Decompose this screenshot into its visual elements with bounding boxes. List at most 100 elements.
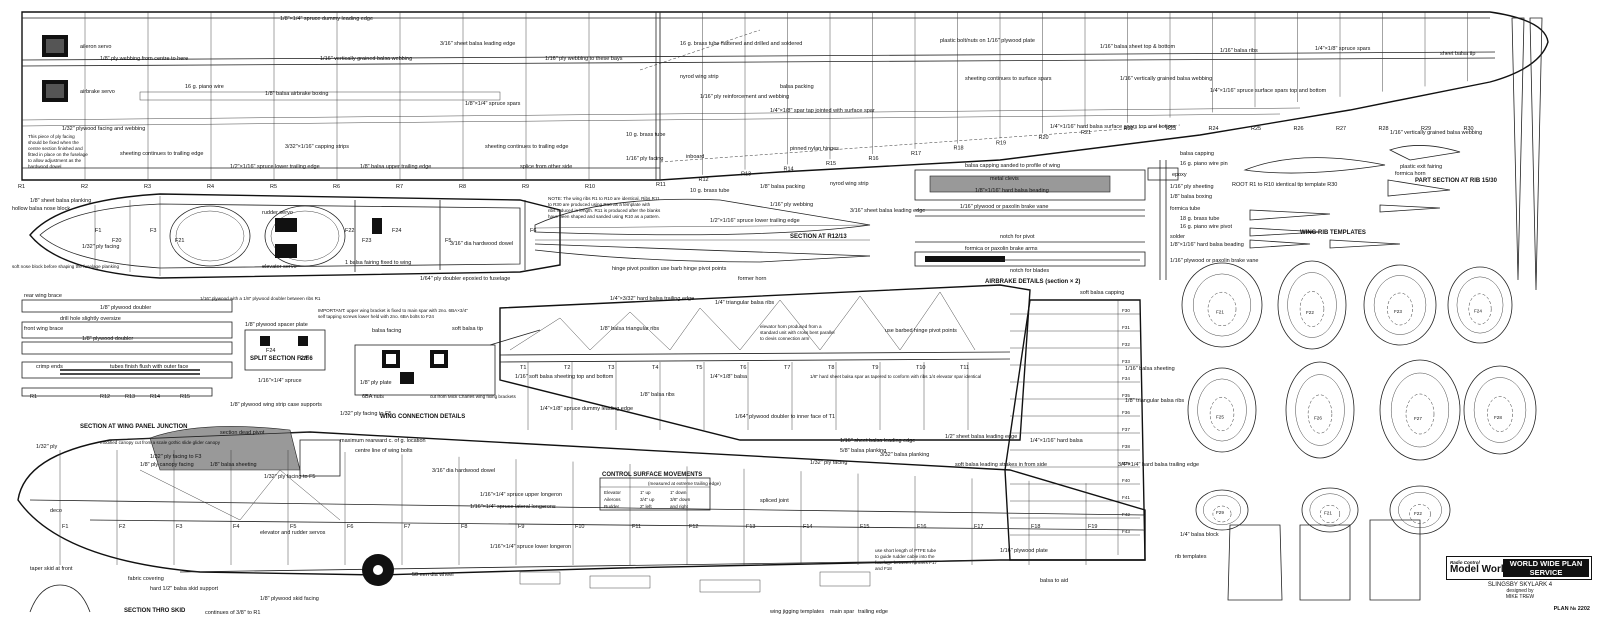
note-balsa-facing: balsa facing	[372, 328, 401, 334]
wing-rib-lines	[84, 12, 1468, 180]
note-sheet-balsa-tip: sheet balsa tip	[1440, 51, 1475, 57]
fin-former-label: F36	[1122, 410, 1130, 415]
note-balsa-sheet-top: 1/16" balsa sheet top & bottom	[1100, 44, 1175, 50]
wing-rib-label: R11	[656, 182, 666, 188]
note-ply-webbing-bays: 1/16" ply webbing to these bays	[545, 56, 623, 62]
note-hardwood-dowel: 3/16" dia hardwood dowel	[450, 241, 513, 247]
tail-rib-label: T5	[696, 365, 702, 371]
note-sheeting-te-2: sheeting continues to trailing edge	[485, 144, 568, 150]
wing-panel-junction: rear wing brace 1/8" plywood doubler dri…	[21, 293, 322, 430]
label-elevator-servo: elevator servo	[262, 264, 297, 270]
note-rear-brace: rear wing brace	[24, 293, 62, 299]
former-template-inner	[1405, 393, 1435, 435]
note-spruce-surface-spars: 1/4"×1/16" spruce surface spars top and …	[1210, 88, 1327, 94]
note-elevator-horn-a: elevator horn produced from a	[760, 324, 822, 329]
note-ribs-a: NOTE: The wing ribs R1 to R10 are identi…	[548, 196, 660, 201]
note-hard-ply-skid: hard 1/2" balsa skid support	[150, 586, 218, 592]
note-sheeting-spars: sheeting continues to surface spars	[965, 76, 1052, 82]
former-template-label: F28	[1494, 415, 1502, 420]
fuselage-side-former-label: F3	[176, 524, 182, 530]
fuselage-side-former-label: F12	[689, 524, 698, 530]
former-template-inner	[1468, 293, 1492, 325]
wing-rib-label: R27	[1336, 126, 1346, 132]
note-side-balsa-planking: 3/32" balsa planking	[880, 452, 929, 458]
fin-former-label: F34	[1122, 376, 1130, 381]
note-tail-balsa-tri-2: 1/8" balsa triangular ribs	[600, 326, 659, 332]
fuselage-top-former-label: F23	[362, 238, 371, 244]
former-template-label: F23	[1394, 309, 1402, 314]
model-name: SLINGSBY SKYLARK 4	[1487, 582, 1553, 588]
note-nyrod-wingtip: nyrod wing strip	[680, 74, 719, 80]
note-ply-or-paxolin: 1/16" plywood or paxolin brake vane	[1170, 258, 1258, 264]
note-ply-facing-f3: 1/32" ply facing to F3	[150, 454, 201, 460]
fuselage-side-former-label: F10	[575, 524, 584, 530]
note-soft-block: soft balsa leading strakes in from side	[955, 462, 1047, 468]
designer-label: designed by	[1506, 588, 1534, 595]
note-capping-strips: 3/32"×1/16" capping strips	[285, 144, 349, 150]
note-tail-balsa-tri: 1/4" triangular balsa ribs	[715, 300, 774, 306]
note-vert-balsa-webbing: 1/16" vertically grained balsa webbing	[1120, 76, 1212, 82]
note-wing-brackets: cut from Mick Charles wing fixing bracke…	[430, 394, 516, 399]
note-taper-skid: taper skid at front	[30, 566, 73, 572]
fuselage-side-former-label: F15	[860, 524, 869, 530]
note-ply-facing-f5c: 1/32" ply facing to F5	[264, 474, 315, 480]
note-ply-doubler: 1/64" ply doubler epoxied to fuselage	[420, 276, 510, 282]
section-wing-panel-title: SECTION AT WING PANEL JUNCTION	[80, 424, 187, 430]
fuselage-side-former-label: F19	[1088, 524, 1097, 530]
rib-templates-title: WING RIB TEMPLATES	[1300, 230, 1366, 236]
note-ply-facing-e: to allow adjustment as the	[28, 158, 82, 163]
note-ply-plate-tail: 1/16" plywood plate	[1000, 548, 1048, 554]
former-template-inner	[1207, 291, 1237, 327]
rib-label-r13: R13	[125, 394, 135, 400]
note-ply-facing-f5b: 1/32" ply facing to F5	[340, 411, 391, 417]
note-ply-tail: 1/32" ply	[36, 444, 57, 450]
former-template-cutout	[1456, 276, 1504, 334]
note-piano-wire-pivot: 16 g. piano wire pivot	[1180, 224, 1232, 230]
tail-rib-label: T4	[652, 365, 658, 371]
wing-rib-label: R4	[207, 184, 214, 190]
fin-former-label: F39	[1122, 461, 1130, 466]
note-soft-capping: soft balsa capping	[1080, 290, 1124, 296]
note-ptfe-a: use short length of PTFE tube	[875, 548, 936, 553]
wing-rib-label: R5	[270, 184, 277, 190]
wing-rib-label: R22	[1124, 126, 1134, 132]
note-solder: solder	[1170, 234, 1185, 240]
former-template-inner	[1299, 291, 1325, 327]
split-section: 1/8" plywood spacer plate 1/16" plywood …	[200, 296, 541, 420]
former-template-inner	[1487, 396, 1513, 432]
note-airbrake-boxing: 1/8" balsa airbrake boxing	[265, 91, 328, 97]
plan-number: PLAN № 2202	[1553, 606, 1590, 612]
fin-former-label: F38	[1122, 444, 1130, 449]
wing-rib-label: R23	[1166, 126, 1176, 132]
note-ply-skid: 1/8" plywood skid facing	[260, 596, 319, 602]
note-fin-balsa-planking: 5/8" balsa planking	[840, 448, 886, 454]
former-template-cutout	[1192, 273, 1252, 337]
fuselage-side-former-label: F1	[62, 524, 68, 530]
fuselage-top-former-label: F5	[445, 238, 451, 244]
note-brass-tube-2: 10 g. brass tube	[626, 132, 665, 138]
former-template-label: F22	[1414, 511, 1422, 516]
plan-service-badge: WORLD WIDE PLAN SERVICE	[1503, 559, 1589, 577]
fuselage-side-former-label: F9	[518, 524, 524, 530]
note-fabric: fabric covering	[128, 576, 164, 582]
fuselage-side-former-label: F4	[233, 524, 239, 530]
note-hard-balsa-te: 3/4"×1/4" hard balsa trailing edge	[1118, 462, 1199, 468]
note-ply-webbing: 1/8" ply webbing from centre to here	[100, 56, 188, 62]
fin-former-label: F40	[1122, 478, 1130, 483]
note-spruce-lateral: 1/16"×1/4" spruce lateral longerons	[470, 504, 556, 510]
former-template-outline	[1181, 262, 1263, 348]
rib-templates: formica horn plastic exit fairing 1/16" …	[1181, 130, 1537, 535]
note-tubes-flush: tubes finish flush with outer face	[110, 364, 188, 370]
note-wheel: 50 mm dia wheel	[412, 572, 454, 578]
note-ply-facing-c: centre section finished and	[28, 146, 83, 151]
note-pinned-hinges: pinned nylan hinges	[790, 146, 839, 152]
former-template-outline	[1285, 361, 1355, 459]
wing-rib-label: R2	[81, 184, 88, 190]
note-soft-balsa-sheeting: 1/16" soft balsa sheeting top and bottom	[515, 374, 614, 380]
fuselage-top-former-label: F21	[175, 238, 184, 244]
former-template-label: F21	[1324, 510, 1332, 515]
note-formica-horn: formica horn	[1395, 171, 1426, 177]
note-ply-facing-b: should be fixed when the	[28, 140, 79, 145]
